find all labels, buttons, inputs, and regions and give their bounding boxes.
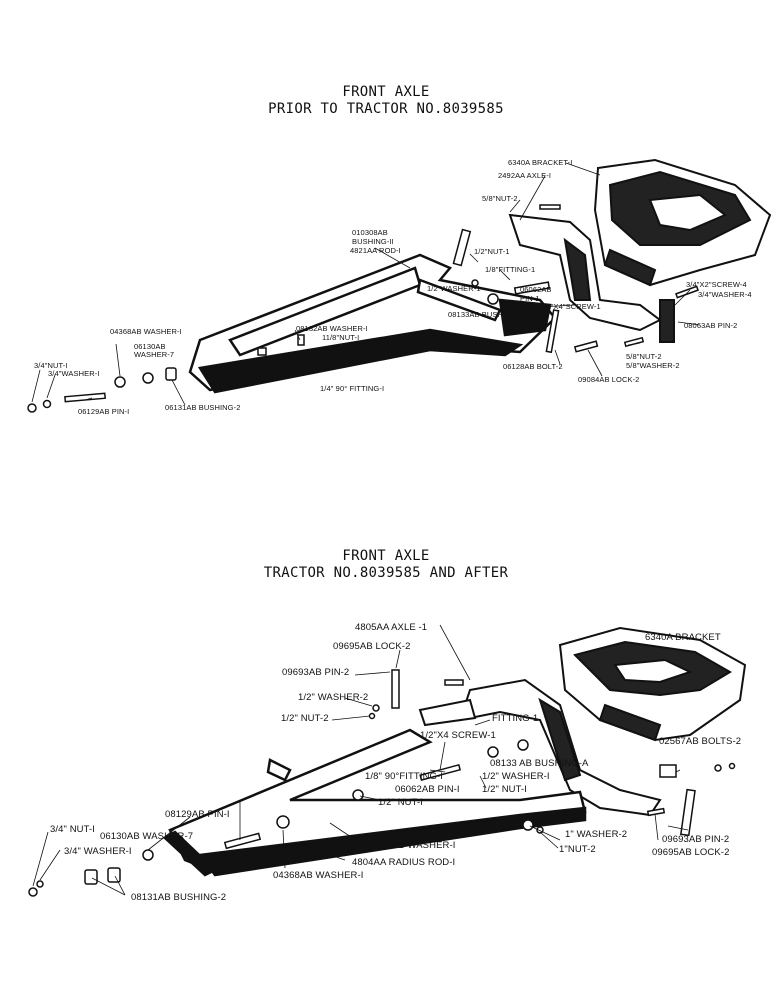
d1-label-nut-12: 1/2"NUT-1 [474, 247, 510, 256]
d2-label-bolts: 02567AB BOLTS-2 [659, 736, 742, 747]
d1-label-washer-06130-line1: 06130AB [134, 342, 166, 351]
d2-label-bushing: 08133 AB BUSHING-A [490, 758, 589, 769]
d1-label-lock: 09084AB LOCK-2 [578, 375, 640, 384]
d2-label-pin-2: 09693AB PIN-2 [282, 667, 350, 678]
d2-label-fitting-1: FITTING-1 [492, 713, 539, 724]
d2-label-washer-34: 3/4" WASHER-I [64, 846, 132, 857]
d2-label-washer-2: 1/2" WASHER-2 [298, 692, 369, 703]
d1-label-pin2: 08063AB PIN-2 [684, 321, 738, 330]
d1-label-washer-34-left: 3/4"WASHER-I [48, 369, 100, 378]
diagram2-title-line2: TRACTOR NO.8039585 AND AFTER [263, 565, 509, 581]
d1-label-fitting-90: 1/4" 90° FITTING-I [320, 384, 385, 393]
diagram2-title: FRONT AXLE TRACTOR NO.8039585 AND AFTER [0, 548, 772, 582]
diagram2-bracket-drawing [558, 626, 747, 742]
d1-label-washer-04368: 04368AB WASHER-I [110, 327, 182, 336]
diagram1-bracket-drawing [593, 158, 772, 287]
diagram1-title: FRONT AXLE PRIOR TO TRACTOR NO.8039585 [0, 84, 772, 118]
diagram1-leader-lines [31, 162, 701, 406]
d2-label-washer-1in: 1" WASHER-2 [565, 829, 628, 840]
d2-label-bracket: 6340A BRACKET [645, 632, 721, 643]
d2-label-nut-1-center: 1/2" NUT-I [378, 797, 424, 808]
d2-label-pin-1-right: 06062AB PIN-I [395, 784, 460, 795]
d1-label-fitting-18: 1/8"FITTING-1 [485, 265, 536, 274]
d2-label-washer-132: 06132AB WASHER-I [365, 840, 456, 851]
d2-label-washer-04368: 04368AB WASHER-I [273, 870, 364, 881]
diagram2-axle-drawing [418, 678, 662, 817]
d2-label-fitting-90: 1/8" 90°FITTING-I [365, 771, 444, 782]
d1-label-bushing-line2: BUSHING-II [352, 237, 394, 246]
d2-label-axle: 4805AA AXLE -1 [355, 622, 428, 633]
d1-label-nut-58-bottom: 5/8"NUT-2 [626, 352, 662, 361]
d1-label-washer-132: 08132AB WASHER-I [296, 324, 368, 333]
d1-label-pin-06129: 06129AB PIN-I [78, 407, 130, 416]
d1-label-rod: 4821AA ROD-I [350, 246, 401, 255]
diagram1-radius-rod-drawing [188, 253, 557, 394]
diagram1-axle-drawing [508, 213, 675, 343]
d1-label-washer-12: 1/2"WASHER-1 [427, 284, 481, 293]
d2-label-lock-2: 09695AB LOCK-2 [333, 641, 411, 652]
d2-label-washer-130: 06130AB WASHER-7 [100, 831, 194, 842]
d1-label-washer-34: 3/4"WASHER-4 [698, 290, 752, 299]
d1-label-washer-58-bottom: 5/8"WASHER-2 [626, 361, 680, 370]
d1-label-nut-58-top: 5/8"NUT-2 [482, 194, 518, 203]
diagram2-radius-rod-drawing [162, 728, 587, 877]
d2-label-nut-1in: 1"NUT-2 [559, 844, 596, 855]
d1-label-washer-06130-line2: WASHER-7 [134, 350, 175, 359]
d2-label-nut-34: 3/4" NUT-I [50, 824, 96, 835]
d1-label-screw: 1/2"X4"SCREW-1 [540, 302, 601, 311]
d2-label-screw: 1/2"X4 SCREW-1 [420, 730, 496, 741]
d1-label-bushing-06131: 06131AB BUSHING-2 [165, 403, 241, 412]
d1-label-pin1-line2: PIN-1 [520, 294, 540, 303]
d1-label-bushing-line1: 010308AB [352, 228, 388, 237]
diagram1-title-line2: PRIOR TO TRACTOR NO.8039585 [268, 101, 504, 117]
diagram2-small-parts [28, 669, 736, 897]
diagram2-title-line1: FRONT AXLE [342, 548, 430, 564]
d1-label-bushing-2-right: 08133AB BUSHING-2 [448, 310, 524, 319]
d2-label-nut-2: 1/2" NUT-2 [281, 713, 329, 724]
d2-label-lock-2-bottom: 09695AB LOCK-2 [652, 847, 730, 858]
d1-label-nut-34: 3/4"NUT-I [34, 361, 68, 370]
d1-label-bolt: 06128AB BOLT-2 [503, 362, 563, 371]
diagram2-leader-lines [32, 624, 689, 896]
d1-label-nut-118: 11/8"NUT-I [322, 333, 360, 342]
d2-label-bushing-131: 08131AB BUSHING-2 [131, 892, 227, 903]
d1-label-axle: 2492AA AXLE-I [498, 171, 552, 180]
d2-label-nut-1-right: 1/2" NUT-I [482, 784, 528, 795]
d2-label-radius-rod: 4804AA RADIUS ROD-I [352, 857, 456, 868]
diagram1-title-line1: FRONT AXLE [342, 84, 430, 100]
d1-label-screw-34: 3/4"X2"SCREW-4 [686, 280, 747, 289]
d2-label-pin-129: 08129AB PIN-I [165, 809, 230, 820]
d2-label-pin-2-bottom: 09693AB PIN-2 [662, 834, 730, 845]
d1-label-pin1-line1: 06062AB [520, 285, 552, 294]
d1-label-bracket: 6340A BRACKET-I [508, 158, 573, 167]
d2-label-washer-1-right: 1/2" WASHER-I [482, 771, 550, 782]
